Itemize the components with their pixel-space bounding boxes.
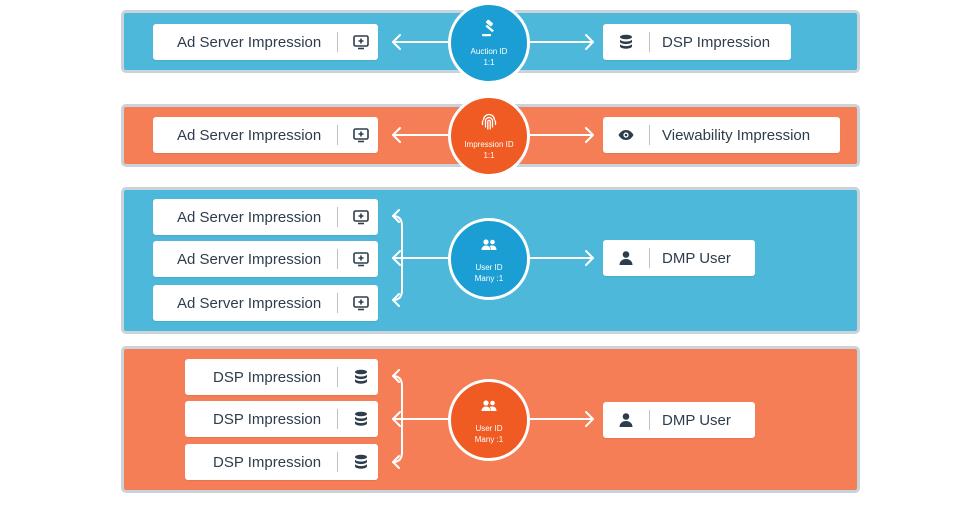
- ad-server-impression-box[interactable]: Ad Server Impression: [153, 117, 378, 153]
- fingerprint-icon: [479, 112, 499, 137]
- divider: [649, 32, 650, 52]
- ad-server-impression-box[interactable]: Ad Server Impression: [153, 24, 378, 60]
- box-label: DSP Impression: [662, 33, 771, 51]
- divider: [649, 410, 650, 430]
- box-label: DSP Impression: [213, 453, 322, 471]
- box-label: Ad Server Impression: [177, 250, 322, 268]
- key-relation: Many :1: [474, 434, 504, 444]
- divider: [649, 248, 650, 268]
- key-label: User ID: [475, 262, 503, 272]
- dsp-impression-box[interactable]: DSP Impression: [185, 359, 378, 395]
- key-relation: 1:1: [483, 57, 495, 67]
- box-label: Ad Server Impression: [177, 33, 322, 51]
- user-icon: [617, 249, 635, 267]
- ad-server-impression-box[interactable]: Ad Server Impression: [153, 241, 378, 277]
- database-icon: [352, 453, 370, 471]
- dmp-user-box[interactable]: DMP User: [603, 240, 755, 276]
- monitor-plus-icon: [352, 33, 370, 51]
- divider: [337, 367, 339, 387]
- monitor-plus-icon: [352, 126, 370, 144]
- divider: [337, 207, 339, 227]
- monitor-plus-icon: [352, 208, 370, 226]
- user-id-key: User ID Many :1: [448, 218, 530, 300]
- divider: [337, 452, 339, 472]
- dsp-impression-box[interactable]: DSP Impression: [603, 24, 791, 60]
- box-label: Ad Server Impression: [177, 208, 322, 226]
- divider: [337, 125, 339, 145]
- divider: [337, 32, 339, 52]
- divider: [337, 249, 339, 269]
- box-label: Ad Server Impression: [177, 126, 322, 144]
- users-icon: [479, 396, 499, 421]
- box-label: Ad Server Impression: [177, 294, 322, 312]
- monitor-plus-icon: [352, 294, 370, 312]
- dsp-impression-box[interactable]: DSP Impression: [185, 444, 378, 480]
- divider: [337, 409, 339, 429]
- box-label: DSP Impression: [213, 410, 322, 428]
- database-icon: [352, 368, 370, 386]
- database-icon: [352, 410, 370, 428]
- dmp-user-box[interactable]: DMP User: [603, 402, 755, 438]
- key-relation: Many :1: [474, 273, 504, 283]
- box-label: DMP User: [662, 411, 731, 429]
- auction-id-key: Auction ID 1:1: [448, 2, 530, 84]
- ad-server-impression-box[interactable]: Ad Server Impression: [153, 285, 378, 321]
- user-id-key: User ID Many :1: [448, 379, 530, 461]
- users-icon: [479, 235, 499, 260]
- gavel-icon: [479, 19, 499, 44]
- key-label: User ID: [475, 423, 503, 433]
- monitor-plus-icon: [352, 250, 370, 268]
- user-icon: [617, 411, 635, 429]
- box-label: DMP User: [662, 249, 731, 267]
- eye-icon: [617, 126, 635, 144]
- key-label: Auction ID: [470, 46, 508, 56]
- ad-server-impression-box[interactable]: Ad Server Impression: [153, 199, 378, 235]
- box-label: Viewability Impression: [662, 126, 811, 144]
- key-label: Impression ID: [464, 139, 514, 149]
- impression-id-key: Impression ID 1:1: [448, 95, 530, 177]
- key-relation: 1:1: [483, 150, 495, 160]
- box-label: DSP Impression: [213, 368, 322, 386]
- database-icon: [617, 33, 635, 51]
- divider: [337, 293, 339, 313]
- viewability-impression-box[interactable]: Viewability Impression: [603, 117, 840, 153]
- divider: [649, 125, 650, 145]
- dsp-impression-box[interactable]: DSP Impression: [185, 401, 378, 437]
